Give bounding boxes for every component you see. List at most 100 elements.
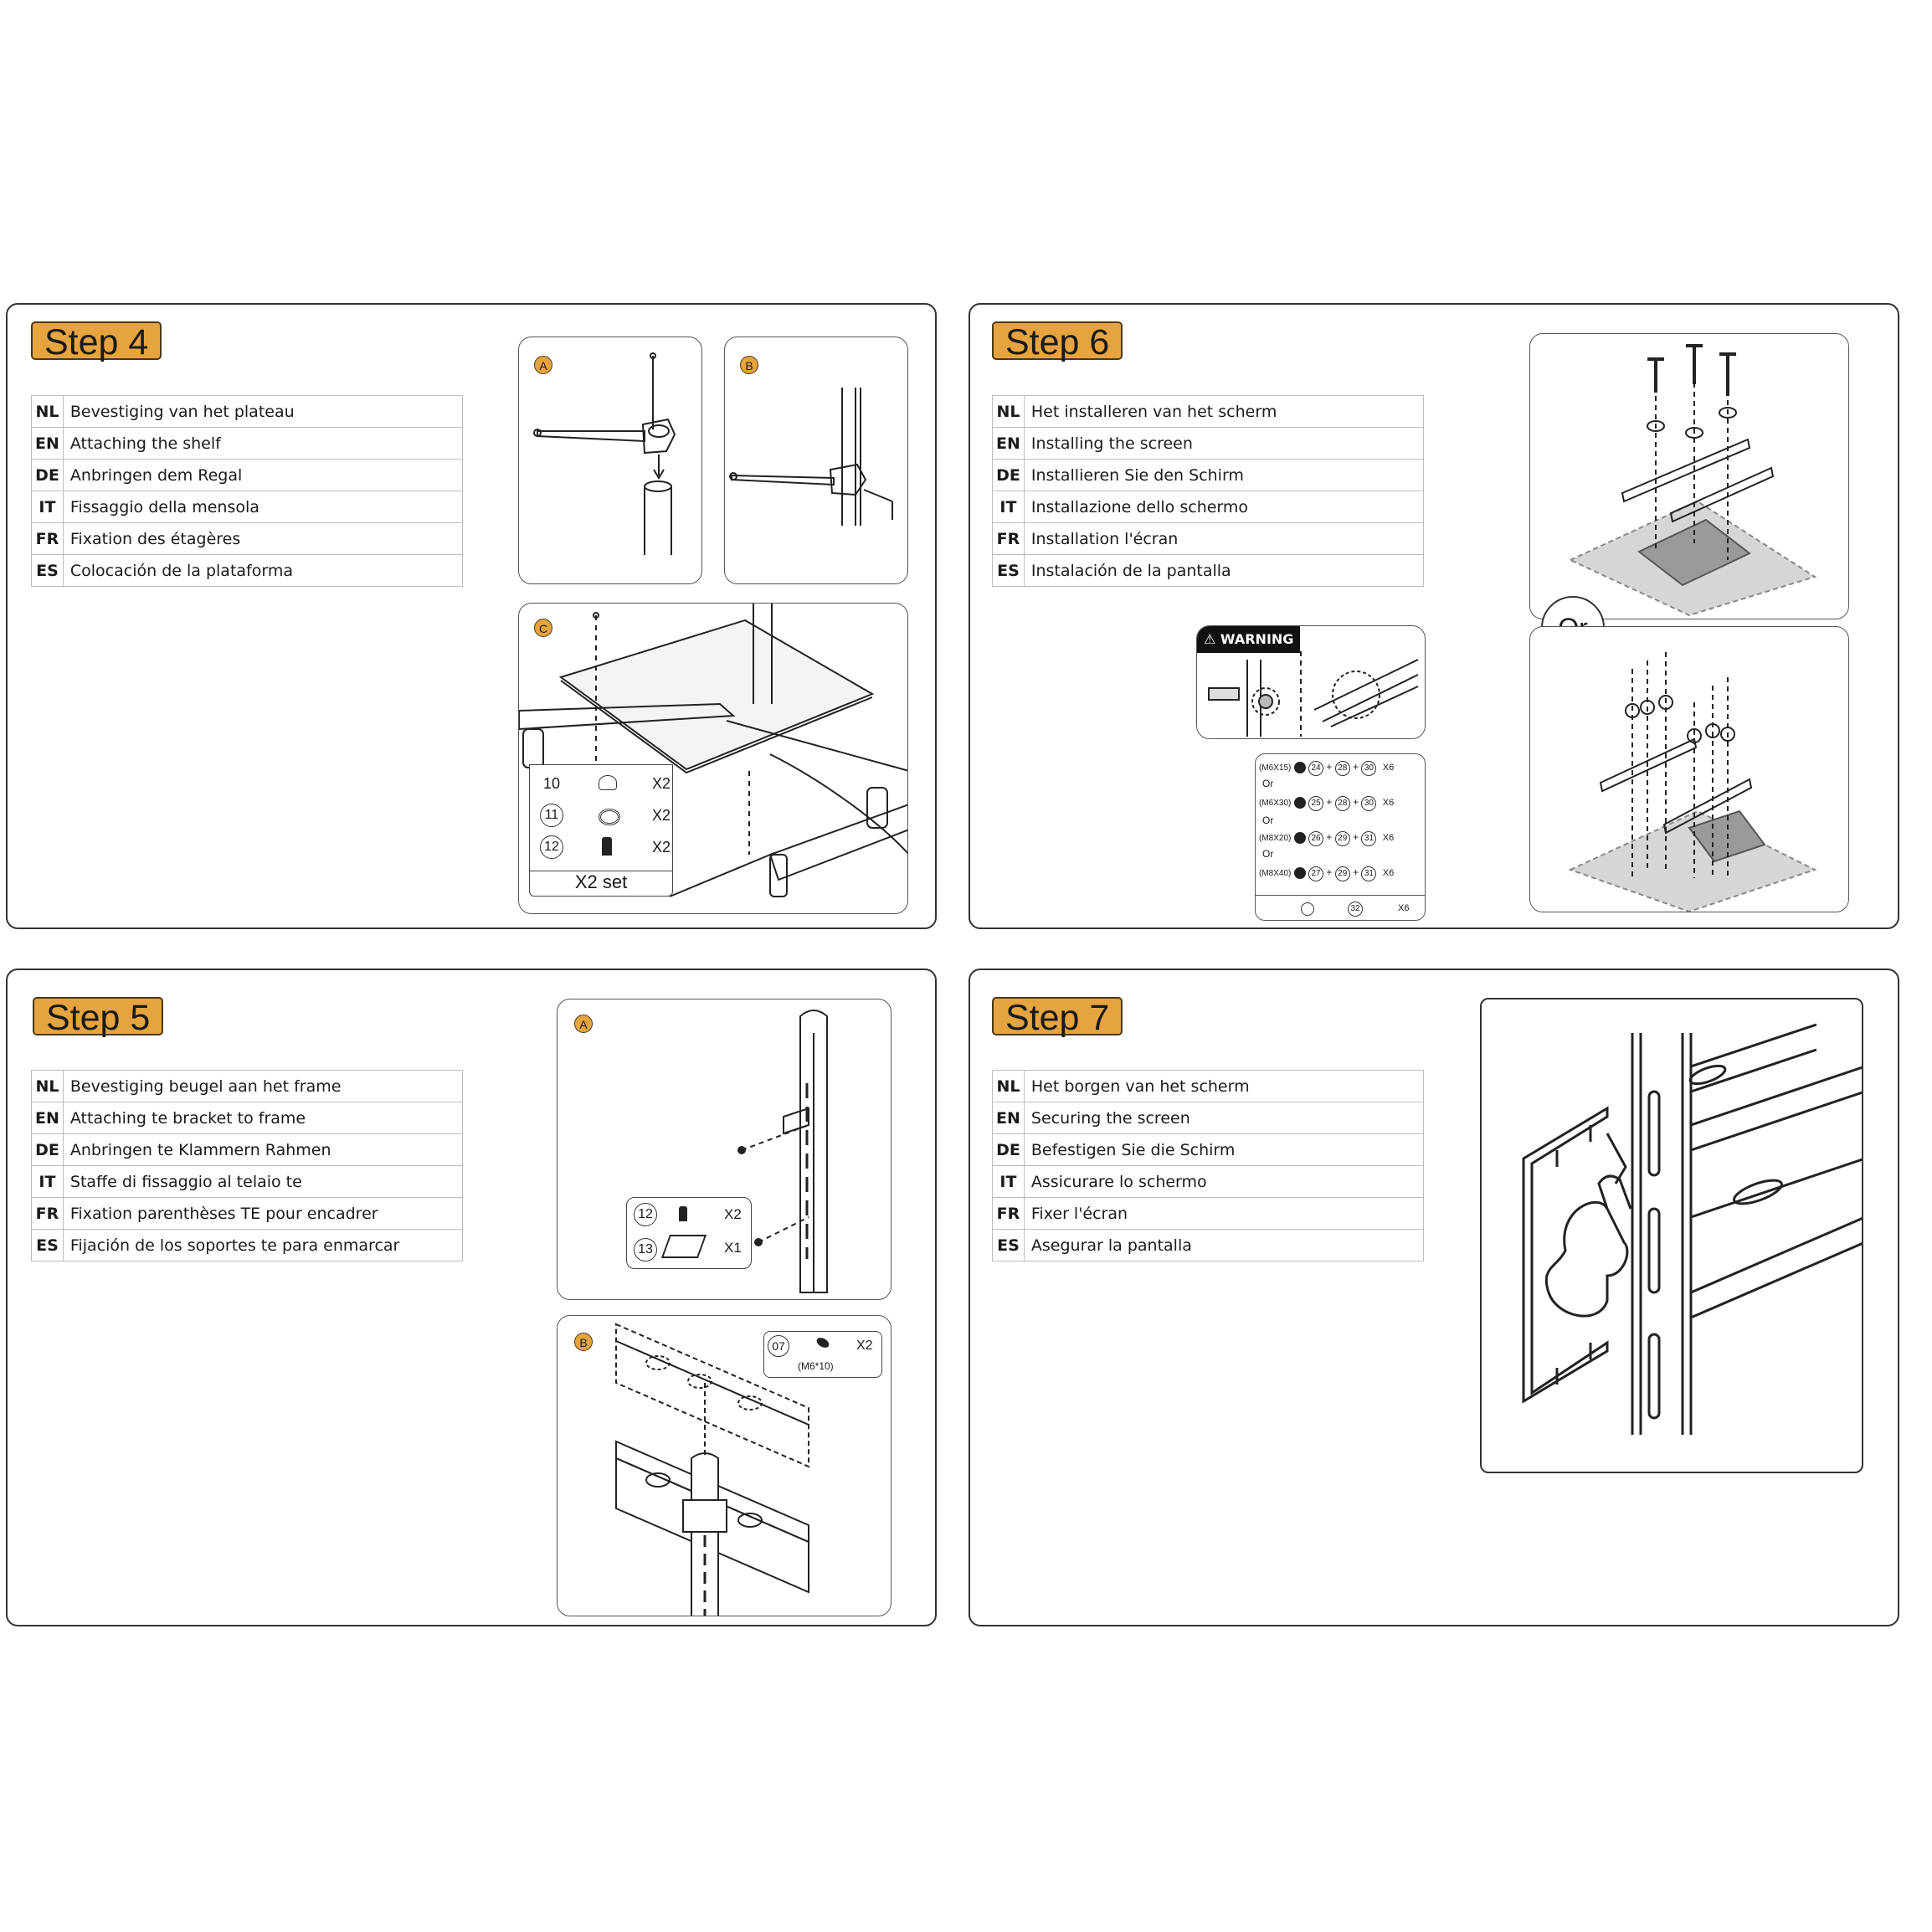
lang-code: EN	[31, 1102, 64, 1134]
lang-text: Attaching the shelf	[62, 427, 463, 460]
screw-icon	[814, 1335, 831, 1350]
part-row: 11 X2	[540, 804, 671, 829]
step6-figure-bottom	[1529, 626, 1849, 912]
set-label: X2 set	[530, 871, 672, 893]
part-number: 28	[1334, 796, 1350, 811]
part-number: 29	[1334, 866, 1350, 881]
step6-title: Step 6	[992, 321, 1123, 362]
lang-code: FR	[992, 522, 1025, 555]
part-number: 10	[543, 775, 561, 792]
lang-text: Installing the screen	[1023, 427, 1424, 460]
screw-size: (M8X20)	[1259, 834, 1292, 843]
parts-box: 12 X2 13 X1	[626, 1197, 752, 1269]
cap-icon	[599, 775, 617, 790]
part-row: 12 X2	[540, 835, 671, 861]
screen-mount-top-illustration	[1568, 344, 1817, 617]
step4-figure-c: C 10	[518, 603, 908, 914]
shelf-arm-illustration	[533, 352, 676, 555]
lang-text: Fissaggio della mensola	[62, 491, 463, 523]
part-number: 13	[634, 1238, 657, 1261]
parts-box: 07 X2 (M6*10)	[763, 1331, 882, 1378]
lang-code: ES	[992, 1229, 1025, 1261]
part-qty: X6	[1382, 763, 1395, 773]
screw-row: (M8X40) 27 + 29 + 31 X6	[1259, 866, 1394, 881]
part-number: 30	[1361, 761, 1377, 776]
lang-code: DE	[992, 459, 1025, 491]
bolt-icon	[1293, 796, 1306, 809]
lang-text: Anbringen te Klammern Rahmen	[62, 1133, 463, 1166]
bolt-icon	[1293, 831, 1306, 844]
part-number: 31	[1361, 831, 1377, 846]
lang-text: Fixation parenthèses TE pour encadrer	[62, 1197, 463, 1230]
part-qty: X2	[724, 1206, 742, 1222]
washer-icon	[599, 809, 620, 825]
step4-title: Step 4	[31, 321, 162, 362]
screw-row: (M6X30) 25 + 28 + 30 X6	[1259, 796, 1394, 811]
screw-size: (M6*10)	[798, 1360, 834, 1372]
bolt-icon	[1293, 866, 1306, 879]
lang-text: Fijación de los soportes te para enmarca…	[62, 1229, 463, 1261]
lang-code: IT	[992, 491, 1025, 523]
part-qty: X2	[652, 807, 671, 824]
lang-code: IT	[31, 1165, 64, 1198]
part-qty: X2	[652, 775, 671, 792]
lang-text: Het installeren van het scherm	[1023, 395, 1424, 428]
or-separator: Or	[1262, 848, 1274, 860]
spacer-icon	[1301, 902, 1314, 916]
step5-figure-b: B 07 X2 (M6*10)	[557, 1315, 891, 1616]
lang-text: Het borgen van het scherm	[1023, 1070, 1424, 1102]
extra-part-row: 32 X6	[1256, 895, 1425, 920]
lang-code: EN	[992, 1102, 1025, 1134]
lang-text: Installieren Sie den Schirm	[1023, 459, 1424, 491]
lang-code: ES	[31, 1229, 64, 1261]
lang-code: IT	[31, 491, 64, 523]
lang-code: ES	[992, 554, 1025, 587]
lang-text: Bevestiging van het plateau	[62, 395, 463, 428]
figure-label-b: B	[574, 1333, 593, 1351]
part-row: 10 X2	[540, 772, 671, 797]
lang-code: NL	[31, 1070, 64, 1102]
frame-bracket-illustration	[737, 1010, 828, 1293]
warning-icon: ⚠	[1204, 631, 1220, 647]
bolt-icon	[1293, 761, 1306, 773]
lang-text: Bevestiging beugel aan het frame	[62, 1070, 463, 1102]
lang-code: NL	[31, 395, 64, 428]
lang-text: Anbringen dem Regal	[62, 459, 463, 491]
figure-label-c: C	[534, 619, 552, 637]
lang-text: Staffe di fissaggio al telaio te	[62, 1165, 463, 1198]
screw-row: (M8X20) 26 + 29 + 31 X6	[1259, 831, 1394, 846]
step6-figure-top	[1529, 333, 1849, 619]
step5-title: Step 5	[33, 997, 164, 1037]
lang-code: DE	[31, 1133, 64, 1166]
figure-label-b: B	[740, 356, 758, 374]
step4-figure-b: B	[724, 337, 908, 584]
lang-text: Assicurare lo schermo	[1023, 1165, 1424, 1198]
part-qty: X2	[652, 839, 671, 856]
part-qty: X6	[1382, 833, 1395, 843]
lang-code: DE	[992, 1133, 1025, 1166]
warning-box: ⚠ WARNING	[1196, 625, 1426, 739]
screw-row: (M6X15) 24 + 28 + 30 X6	[1259, 761, 1394, 776]
step5-figure-a: A 12 X2 13 X1	[557, 999, 891, 1300]
lang-text: Securing the screen	[1023, 1102, 1424, 1134]
lang-text: Befestigen Sie die Schirm	[1023, 1133, 1424, 1166]
screen-mount-bottom-illustration	[1568, 652, 1817, 912]
part-number: 12	[540, 835, 563, 859]
